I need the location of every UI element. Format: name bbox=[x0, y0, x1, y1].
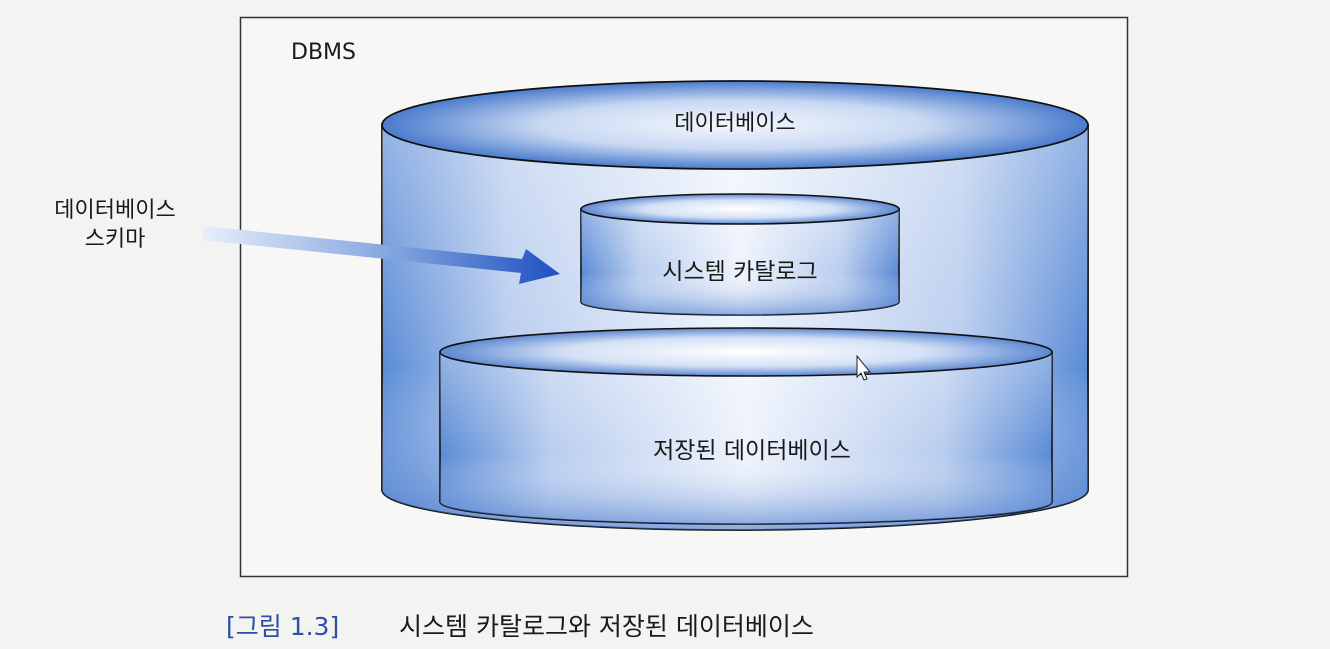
caption-number: [그림 1.3] bbox=[226, 612, 339, 641]
mouse-cursor-icon bbox=[856, 354, 872, 381]
caption-text: 시스템 카탈로그와 저장된 데이터베이스 bbox=[399, 612, 814, 641]
schema-label-line1: 데이터베이스 bbox=[54, 198, 175, 223]
schema-arrow bbox=[202, 226, 560, 284]
system-catalog-label: 시스템 카탈로그 bbox=[662, 259, 817, 285]
dbms-label: DBMS bbox=[291, 40, 356, 65]
stored-database-label: 저장된 데이터베이스 bbox=[653, 438, 851, 464]
stored-database-cylinder: 저장된 데이터베이스 bbox=[439, 327, 1053, 525]
database-label: 데이터베이스 bbox=[674, 111, 795, 136]
system-catalog-cylinder: 시스템 카탈로그 bbox=[580, 193, 900, 316]
schema-label-line2: 스키마 bbox=[85, 227, 146, 252]
